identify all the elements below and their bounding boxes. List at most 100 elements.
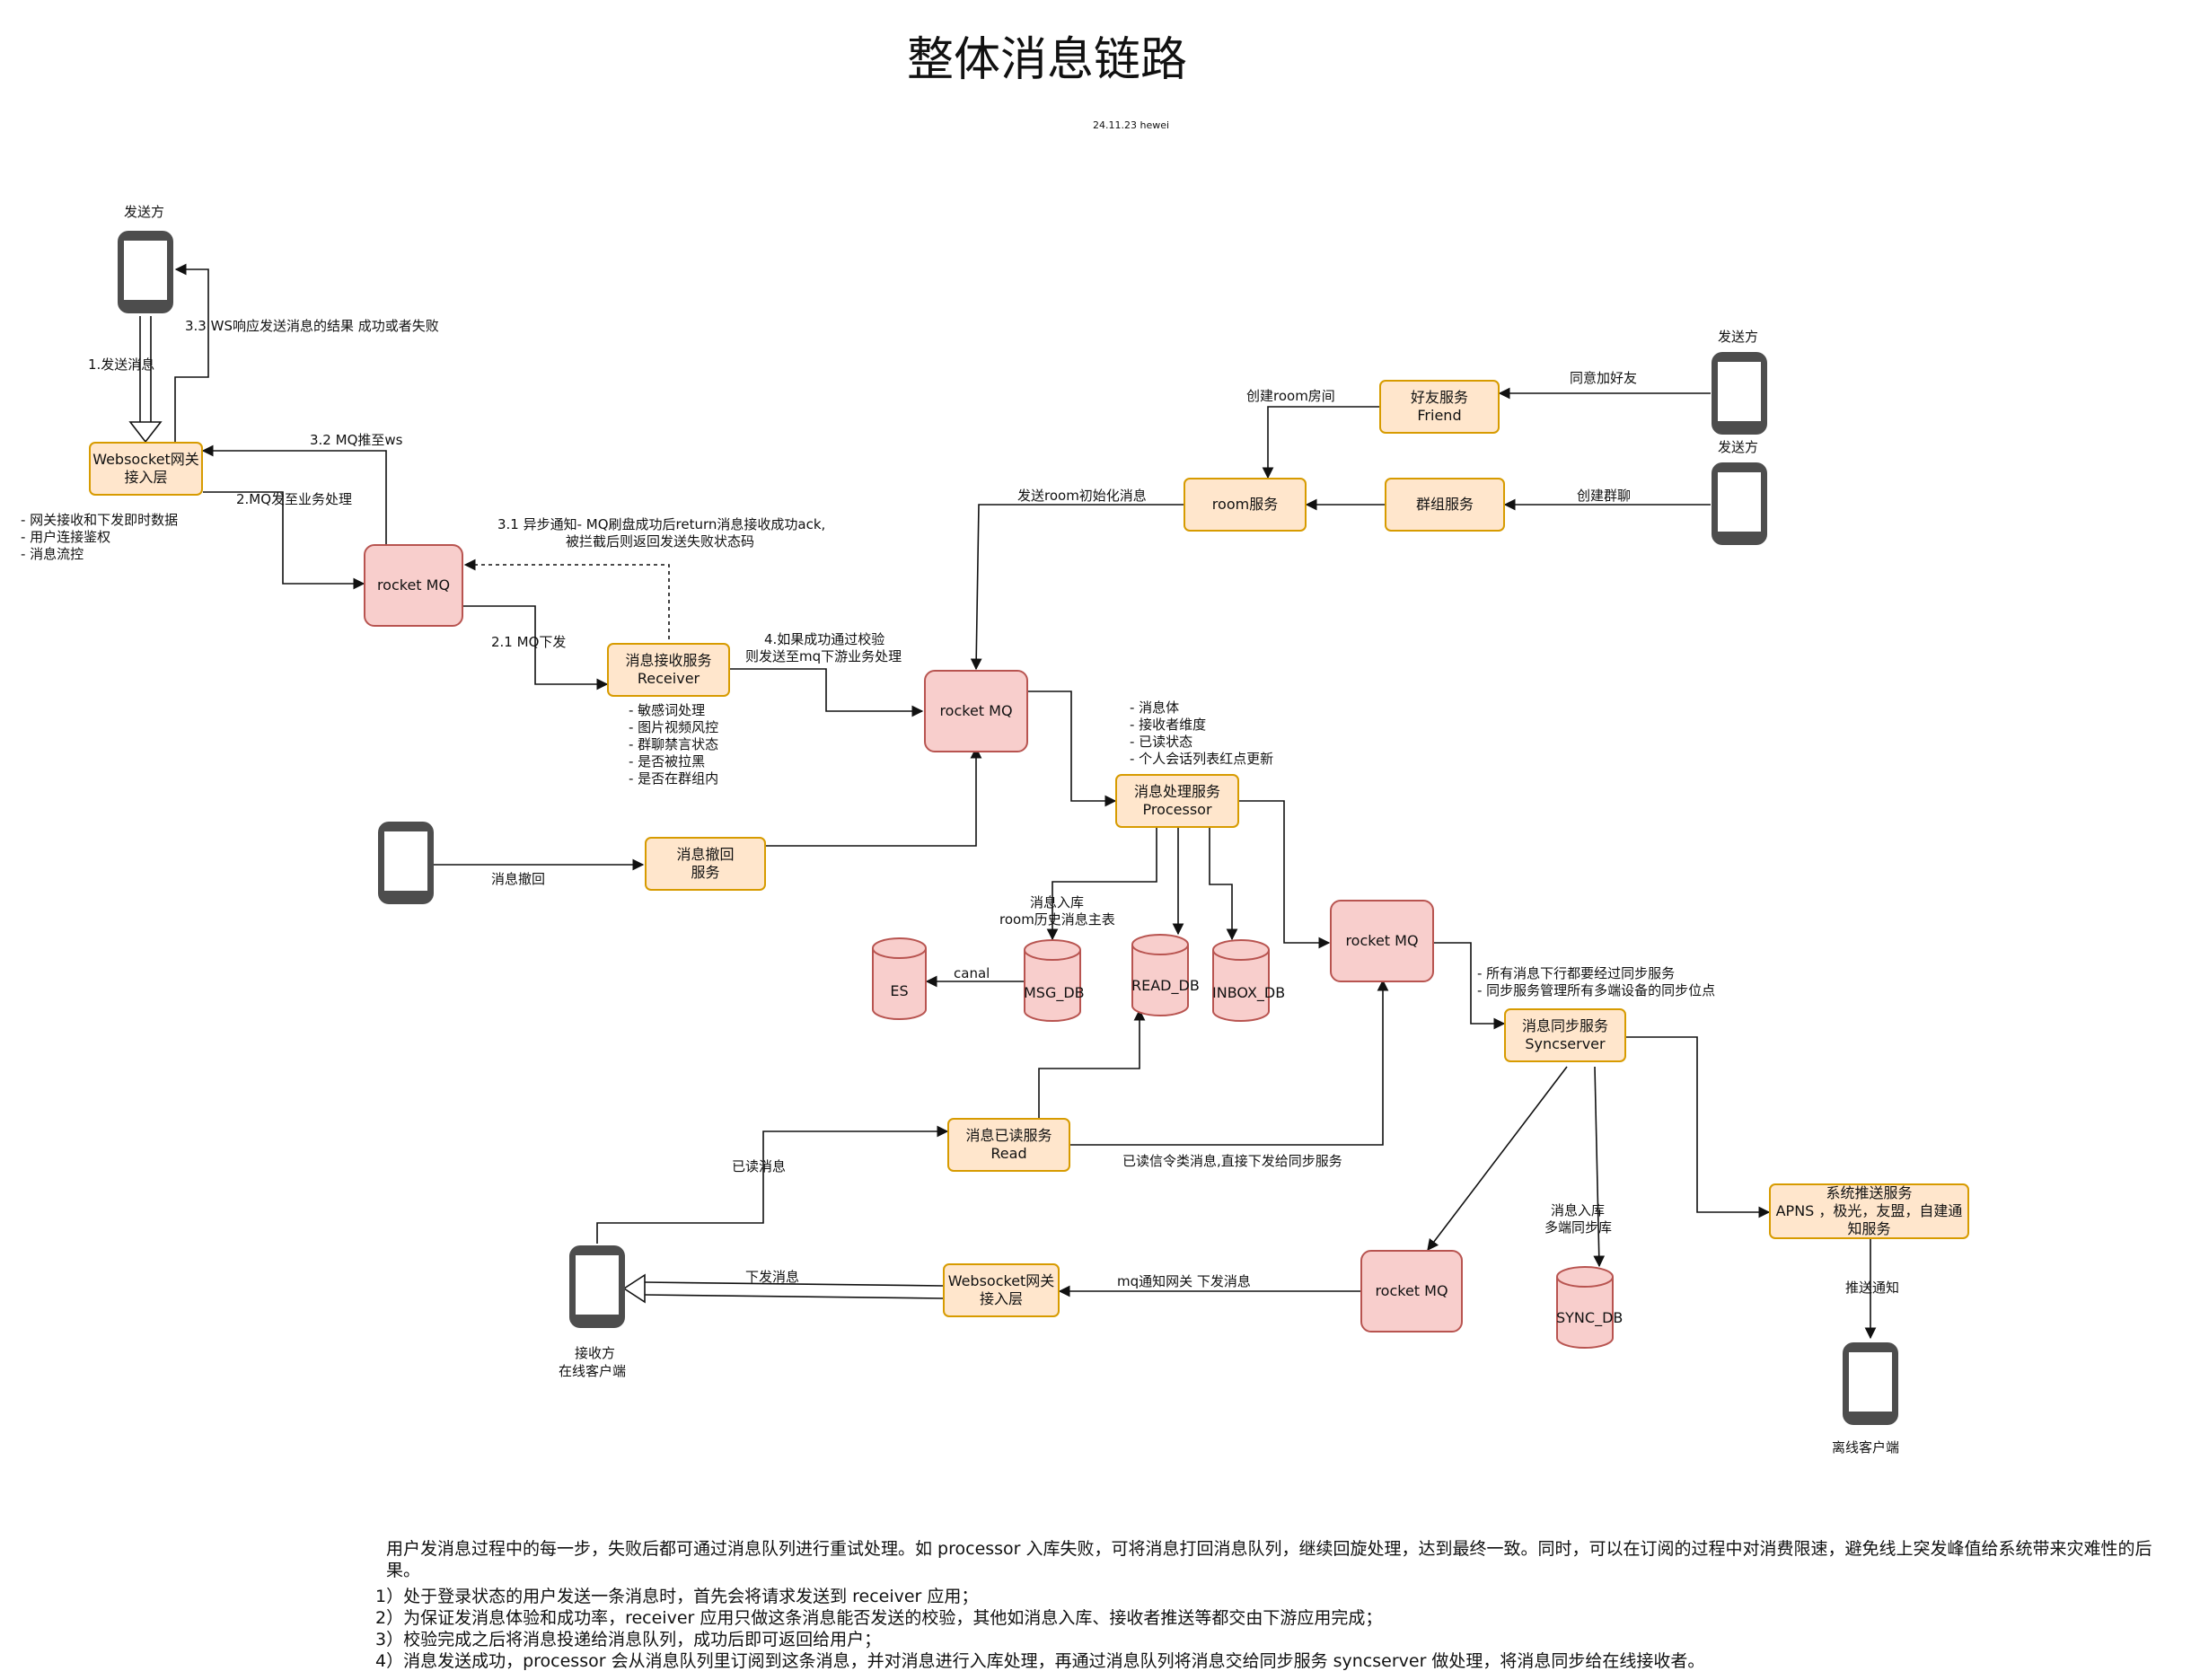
note-line: - 敏感词处理	[629, 702, 706, 718]
label-agree-friend: 同意加好友	[1570, 370, 1638, 386]
box-line: Processor	[1142, 801, 1212, 818]
inbox-db: INBOX_DB	[1212, 939, 1285, 1022]
box-line: room服务	[1211, 496, 1279, 513]
edge-ws-response	[174, 263, 209, 442]
label-read-msg: 已读消息	[732, 1158, 787, 1174]
label-read-signal: 已读信令类消息,直接下发给同步服务	[1122, 1153, 1342, 1169]
box-line: APNS ，极光，友盟，自建通	[1775, 1202, 1963, 1219]
db-label: SYNC_DB	[1556, 1309, 1624, 1326]
sender-right1-phone-icon	[1712, 352, 1767, 435]
processor-svc-box[interactable]: 消息处理服务 Processor	[1115, 774, 1239, 828]
mq1-box[interactable]: rocket MQ	[364, 544, 463, 627]
label-async-notify-1: 3.1 异步通知- MQ刷盘成功后return消息接收成功ack,	[497, 516, 826, 532]
edge-send-msg	[139, 316, 152, 422]
sender-right2-label: 发送方	[1718, 439, 1759, 455]
edge-read-signal	[1070, 979, 1389, 1146]
edge-pass-check	[730, 668, 924, 717]
box-line: rocket MQ	[939, 702, 1013, 719]
ws-gateway-out-box[interactable]: Websocket网关 接入层	[943, 1263, 1060, 1317]
db-cylinder-icon	[1212, 939, 1270, 1022]
edge-mq-down	[463, 605, 609, 690]
sender-top-label: 发送方	[124, 204, 165, 220]
label-deliver: 下发消息	[745, 1269, 800, 1285]
edge-mq-to-biz	[203, 491, 365, 590]
label-async-notify-2: 被拦截后则返回发送失败状态码	[566, 533, 755, 550]
step-line-3: 3）校验完成之后将消息投递给消息队列，成功后即可返回给用户；	[375, 1630, 882, 1649]
box-line: Websocket网关	[92, 451, 199, 468]
box-line: 好友服务	[1410, 389, 1468, 406]
edge-send-msg-head	[128, 421, 163, 444]
label-create-group: 创建群聊	[1577, 488, 1632, 504]
db-cylinder-icon	[1024, 939, 1081, 1022]
box-line: 消息处理服务	[1133, 783, 1220, 800]
box-line: rocket MQ	[376, 576, 451, 594]
box-line: 消息同步服务	[1521, 1017, 1608, 1034]
edge-mq3-sync	[1434, 942, 1506, 1030]
label-mq-to-biz: 2.MQ发至业务处理	[236, 491, 353, 507]
label-mq-down: 2.1 MQ下发	[491, 634, 567, 650]
group-svc-box[interactable]: 群组服务	[1385, 478, 1505, 532]
page-title: 整体消息链路	[907, 33, 1188, 87]
edge-inbox-db	[1209, 828, 1238, 941]
edge-read-readdb	[1038, 1008, 1146, 1118]
mq4-box[interactable]: rocket MQ	[1360, 1250, 1463, 1333]
edge-read-msg	[596, 1125, 949, 1244]
friend-svc-box[interactable]: 好友服务 Friend	[1379, 380, 1500, 434]
edge-deliver	[644, 1281, 944, 1299]
box-line: Read	[990, 1145, 1027, 1162]
label-create-room: 创建room房间	[1246, 388, 1335, 404]
label-ws-response: 3.3 WS响应发送消息的结果 成功或者失败	[185, 318, 439, 334]
receiver-notes: - 敏感词处理 - 图片视频风控 - 群聊禁言状态 - 是否被拉黑 - 是否在群…	[629, 702, 718, 787]
box-line: 群组服务	[1415, 496, 1474, 513]
edge-recall-mq	[766, 746, 982, 847]
read-svc-box[interactable]: 消息已读服务 Read	[947, 1118, 1070, 1172]
box-line: 消息已读服务	[965, 1127, 1052, 1144]
label-recall: 消息撤回	[491, 871, 546, 887]
note-line: - 是否被拉黑	[629, 753, 706, 770]
note-line: - 消息流控	[21, 546, 84, 562]
box-line: 接入层	[124, 469, 168, 486]
offline-label: 离线客户端	[1832, 1439, 1900, 1456]
label-send-msg: 1.发送消息	[88, 356, 155, 373]
recall-svc-box[interactable]: 消息撤回 服务	[645, 837, 766, 891]
room-svc-box[interactable]: room服务	[1184, 478, 1307, 532]
label-sync-store-1: 消息入库	[1551, 1202, 1606, 1218]
edge-sync-store	[1593, 1066, 1606, 1268]
step-line-4: 4）消息发送成功，processor 会从消息队列里订阅到这条消息，并对消息进行…	[375, 1651, 1705, 1671]
label-msg-store-1: 消息入库	[1030, 894, 1085, 910]
note-line: - 是否在群组内	[629, 770, 719, 787]
box-line: rocket MQ	[1345, 932, 1419, 949]
box-line: Friend	[1417, 407, 1462, 424]
db-cylinder-icon	[872, 937, 927, 1020]
mq3-box[interactable]: rocket MQ	[1330, 900, 1434, 982]
box-line: 服务	[691, 864, 720, 881]
box-line: 接入层	[979, 1290, 1023, 1307]
receiver-svc-box[interactable]: 消息接收服务 Receiver	[607, 643, 730, 697]
sync-svc-box[interactable]: 消息同步服务 Syncserver	[1504, 1008, 1626, 1062]
label-pass-check-2: 则发送至mq下游业务处理	[745, 648, 902, 664]
edge-deliver-head	[622, 1273, 646, 1304]
note-line: - 群聊禁言状态	[629, 736, 719, 752]
edge-sync-mq4	[1427, 1066, 1568, 1252]
label-canal: canal	[954, 965, 990, 981]
note-line: - 所有消息下行都要经过同步服务	[1477, 965, 1676, 981]
read-db: READ_DB	[1131, 934, 1200, 1016]
db-label: ES	[890, 982, 909, 999]
note-line: - 网关接收和下发即时数据	[21, 512, 179, 528]
edge-processor-mq3	[1239, 800, 1331, 949]
box-line: 系统推送服务	[1826, 1184, 1913, 1201]
offline-phone-icon	[1843, 1342, 1898, 1425]
edge-mq-processor	[1028, 690, 1117, 807]
gateway-notes: - 网关接收和下发即时数据 - 用户连接鉴权 - 消息流控	[21, 512, 178, 563]
receiver-label: 接收方	[575, 1345, 616, 1361]
sender-right1-label: 发送方	[1718, 329, 1759, 345]
push-svc-box[interactable]: 系统推送服务 APNS ，极光，友盟，自建通 知服务	[1769, 1183, 1969, 1239]
ws-gateway-in-box[interactable]: Websocket网关 接入层	[89, 442, 203, 496]
box-line: Receiver	[637, 670, 700, 687]
processor-notes: - 消息体 - 接收者维度 - 已读状态 - 个人会话列表红点更新	[1130, 699, 1273, 768]
label-mq-notify-gw: mq通知网关 下发消息	[1117, 1273, 1251, 1289]
db-cylinder-icon	[1556, 1266, 1614, 1349]
box-line: 知服务	[1847, 1220, 1891, 1237]
mq2-box[interactable]: rocket MQ	[924, 670, 1028, 752]
